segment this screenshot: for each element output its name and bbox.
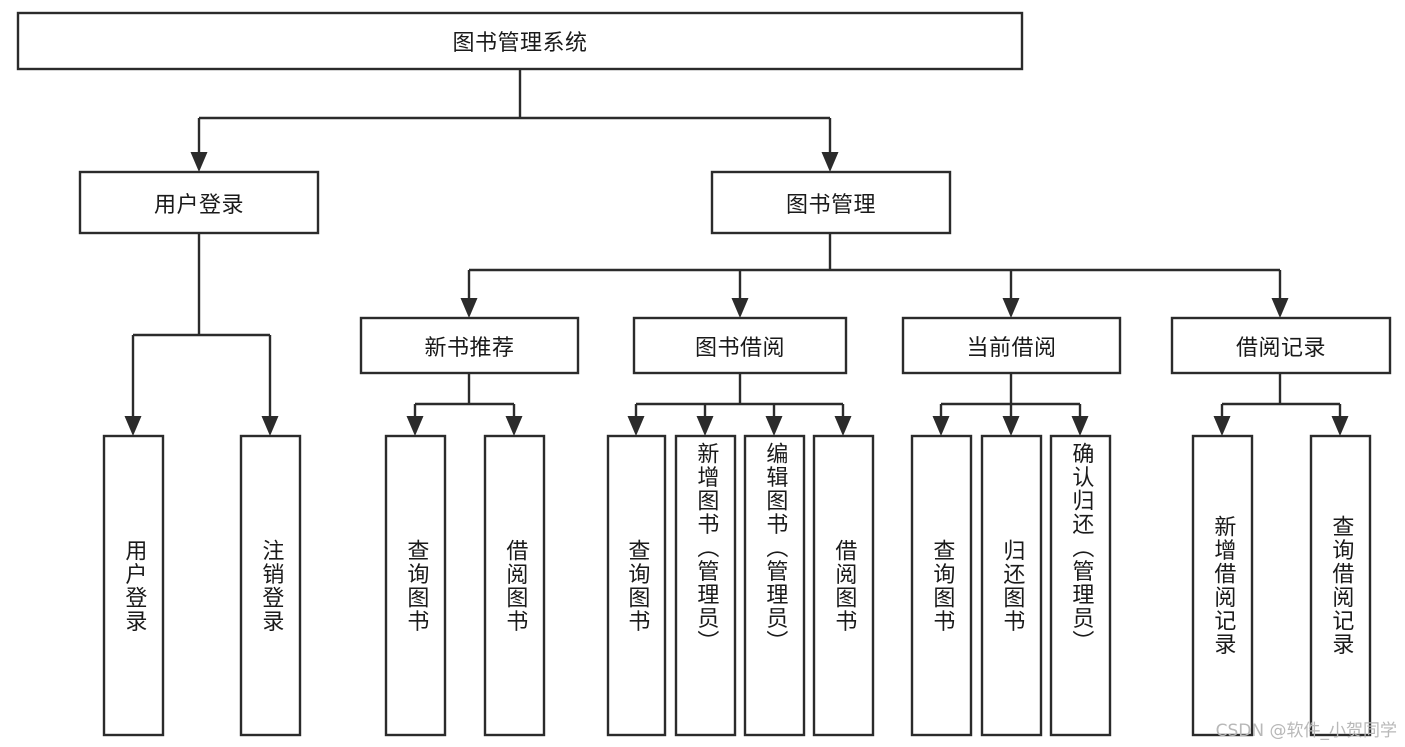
- arrow-to-current-borrow: [1002, 298, 1020, 318]
- arrow-to-leaf-query-3: [932, 416, 950, 436]
- node-box-root[interactable]: [16, 11, 1024, 71]
- arrow-to-leaf-logout: [261, 416, 279, 436]
- node-box-new-book-recommend[interactable]: [359, 316, 580, 375]
- arrow-to-leaf-query-2: [627, 416, 645, 436]
- arrow-to-leaf-borrow-1: [505, 416, 523, 436]
- node-boxes-layer: [16, 11, 1392, 737]
- node-box-leaf-confirm-return[interactable]: [1049, 434, 1112, 737]
- node-box-leaf-borrow-book-2[interactable]: [812, 434, 875, 737]
- node-box-current-borrow[interactable]: [901, 316, 1122, 375]
- node-box-leaf-query-book-1[interactable]: [384, 434, 447, 737]
- node-box-book-borrow[interactable]: [632, 316, 848, 375]
- arrow-to-leaf-add-book: [696, 416, 714, 436]
- node-box-borrow-record[interactable]: [1170, 316, 1392, 375]
- arrow-to-book-borrow: [731, 298, 749, 318]
- node-box-leaf-return-book[interactable]: [980, 434, 1043, 737]
- arrow-to-leaf-edit-book: [765, 416, 783, 436]
- node-box-leaf-query-borrow-record[interactable]: [1309, 434, 1372, 737]
- arrow-to-leaf-add-record: [1213, 416, 1231, 436]
- arrow-to-leaf-borrow-2: [834, 416, 852, 436]
- node-box-leaf-query-book-3[interactable]: [910, 434, 973, 737]
- node-box-leaf-user-login[interactable]: [102, 434, 165, 737]
- arrowheads-layer: [124, 152, 1349, 436]
- node-box-leaf-add-book[interactable]: [674, 434, 737, 737]
- arrow-to-user-login: [190, 152, 208, 172]
- node-box-leaf-borrow-book-1[interactable]: [483, 434, 546, 737]
- arrow-to-recommend: [460, 298, 478, 318]
- arrow-to-leaf-user-login: [124, 416, 142, 436]
- arrow-to-leaf-query-record: [1331, 416, 1349, 436]
- node-box-leaf-query-book-2[interactable]: [606, 434, 667, 737]
- node-box-leaf-edit-book[interactable]: [743, 434, 806, 737]
- arrow-to-leaf-query-1: [406, 416, 424, 436]
- node-box-user-login[interactable]: [78, 170, 320, 235]
- arrow-to-book-mgmt: [821, 152, 839, 172]
- node-box-book-management[interactable]: [710, 170, 952, 235]
- arrow-to-leaf-return: [1002, 416, 1020, 436]
- node-box-leaf-logout[interactable]: [239, 434, 302, 737]
- arrow-to-leaf-confirm: [1071, 416, 1089, 436]
- arrow-to-borrow-record: [1271, 298, 1289, 318]
- node-box-leaf-add-borrow-record[interactable]: [1191, 434, 1254, 737]
